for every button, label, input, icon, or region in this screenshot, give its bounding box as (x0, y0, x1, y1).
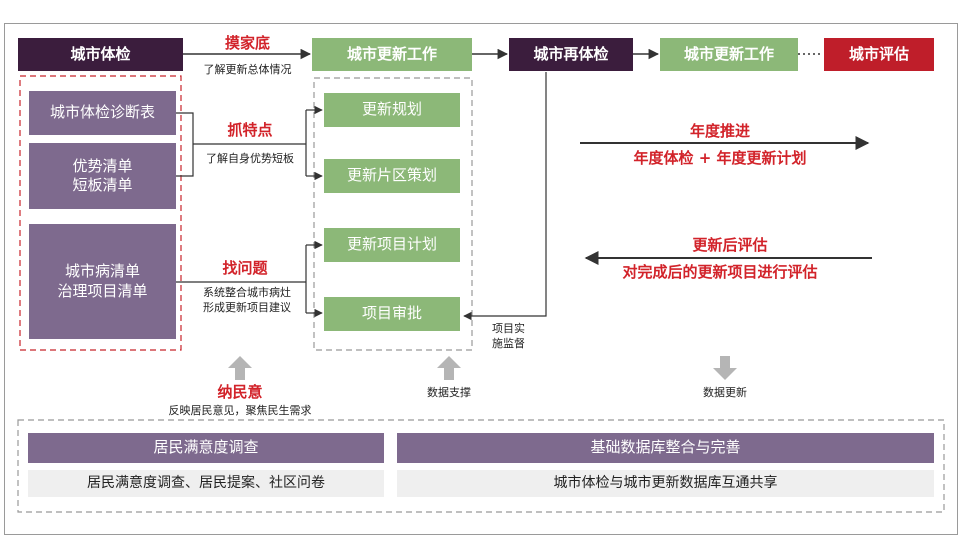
left-dashed-box (19, 75, 182, 351)
bottom-dashed-box (17, 419, 945, 513)
survey-sub: 了解更新总体情况 (203, 63, 292, 76)
outer-frame (4, 23, 958, 535)
plan-box: 更新规划 (324, 93, 460, 127)
city-eval-box: 城市评估 (824, 38, 934, 71)
supervision-line (463, 72, 547, 321)
implementation-label: 项目实 施监督 (492, 322, 525, 350)
update-work-box-1: 城市更新工作 (312, 38, 472, 71)
post-eval-title: 更新后评估 (692, 236, 768, 254)
up-arrow-data-support (437, 356, 461, 380)
survey-header: 居民满意度调查 (28, 433, 384, 463)
db-header: 基础数据库整合与完善 (397, 433, 934, 463)
features-title: 抓特点 (227, 121, 273, 139)
city-recheck-box: 城市再体检 (509, 38, 633, 71)
survey-body: 居民满意度调查、居民提案、社区问卷 (28, 470, 384, 497)
public-sub: 反映居民意见，聚焦民生需求 (168, 404, 312, 417)
data-update-label: 数据更新 (703, 386, 747, 399)
post-eval-sub: 对完成后的更新项目进行评估 (622, 263, 818, 281)
survey-title: 摸家底 (224, 34, 270, 52)
features-sub: 了解自身优势短板 (206, 152, 294, 165)
approval-box: 项目审批 (324, 297, 460, 331)
db-body: 城市体检与城市更新数据库互通共享 (397, 470, 934, 497)
up-arrow-public (228, 356, 252, 380)
problems-title: 找问题 (222, 259, 268, 277)
update-work-box-2: 城市更新工作 (660, 38, 798, 71)
project-plan-box: 更新项目计划 (324, 228, 460, 262)
problems-sub: 系统整合城市病灶 形成更新项目建议 (203, 286, 291, 314)
advantage-list-box: 优势清单 短板清单 (29, 143, 176, 209)
middle-dashed-box (313, 77, 473, 351)
data-support-label: 数据支撑 (427, 386, 471, 399)
city-check-box: 城市体检 (18, 38, 183, 71)
down-arrow-data-update (713, 356, 737, 380)
disease-list-box: 城市病清单 治理项目清单 (29, 224, 176, 339)
annual-sub: 年度体检 + 年度更新计划 (633, 149, 807, 167)
bracket-features (176, 112, 194, 177)
area-policy-box: 更新片区策划 (324, 159, 460, 193)
diagnosis-table-box: 城市体检诊断表 (29, 91, 176, 135)
public-title: 纳民意 (217, 383, 263, 401)
annual-title: 年度推进 (689, 122, 750, 140)
